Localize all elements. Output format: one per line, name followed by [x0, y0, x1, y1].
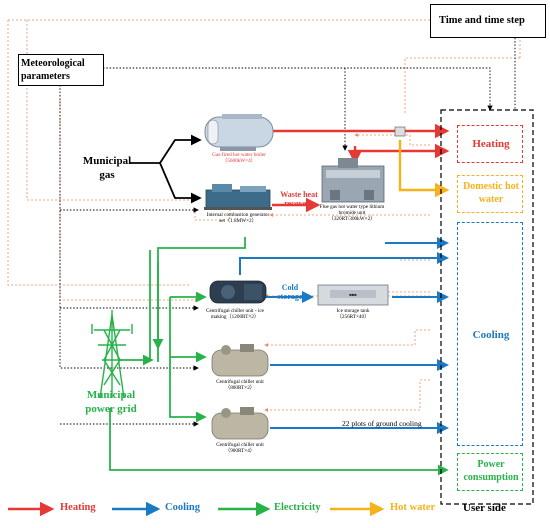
hot-water-box: Domestic hot water [457, 175, 523, 213]
chiller-900-icon [211, 407, 269, 440]
cooling-box: Cooling [457, 222, 523, 446]
ground-cooling-label: 22 plots of ground cooling [342, 419, 422, 428]
meteorological-label: Meteorological parameters [21, 58, 85, 82]
lithium-bromide-icon [321, 158, 385, 203]
time-step-box: Time and time step [430, 4, 546, 38]
lithium-caption: Flue gas hot water type lithium bromide … [319, 204, 385, 222]
power-consumption-box: Power consumption [457, 453, 523, 491]
valve-icon [394, 126, 406, 137]
municipal-gas-label: Municipal gas [82, 155, 132, 181]
waste-heat-label: Waste heat recovery [280, 190, 318, 208]
generator-caption: Internal combustion generator set（1.8MW×… [206, 212, 270, 224]
electricity-lines [109, 237, 449, 476]
heating-box: Heating [457, 125, 523, 163]
generator-icon [204, 184, 272, 210]
cold-storage-label: Cold storage [277, 283, 303, 301]
ice-tank-icon: ■■■ [317, 284, 389, 306]
gas-lines [130, 134, 202, 204]
heating-box-label: Heating [472, 138, 510, 150]
ice-chiller-icon [209, 280, 267, 304]
svg-text:■■■: ■■■ [349, 292, 357, 297]
legend-cooling: Cooling [165, 502, 201, 513]
chiller-800-icon [211, 344, 269, 377]
time-step-label: Time and time step [439, 15, 525, 26]
power-tower-icon [91, 310, 133, 399]
user-side-frame [440, 109, 534, 505]
boiler-caption: Gas-fired hot water boiler（5600kW×4） [212, 152, 266, 164]
meteorological-box: Meteorological parameters [18, 54, 104, 86]
ice-chiller-caption: Centrifugal chiller unit - ice making（12… [206, 308, 264, 320]
hot-water-box-label: Domestic hot water [463, 181, 519, 205]
legend-hot-water: Hot water [390, 502, 436, 513]
legend-electricity: Electricity [274, 502, 321, 513]
cooling-box-label: Cooling [472, 329, 510, 341]
user-side-label: User side [463, 502, 506, 514]
power-consumption-label: Power consumption [463, 459, 519, 483]
cooling-lines [239, 237, 449, 434]
meteo-lines [59, 36, 516, 427]
hotwater-lines [398, 140, 450, 198]
chiller-800-caption: Centrifugal chiller unit（800RT×2） [216, 379, 264, 391]
chiller-900-caption: Centrifugal chiller unit（900RT×4） [216, 442, 264, 454]
heating-lines [272, 123, 450, 213]
legend-heating: Heating [60, 502, 96, 513]
municipal-power-grid-label: Municipal power grid [85, 389, 137, 415]
boiler-icon [204, 114, 274, 151]
ice-tank-caption: Ice storage tank（256RT×40） [336, 308, 370, 320]
